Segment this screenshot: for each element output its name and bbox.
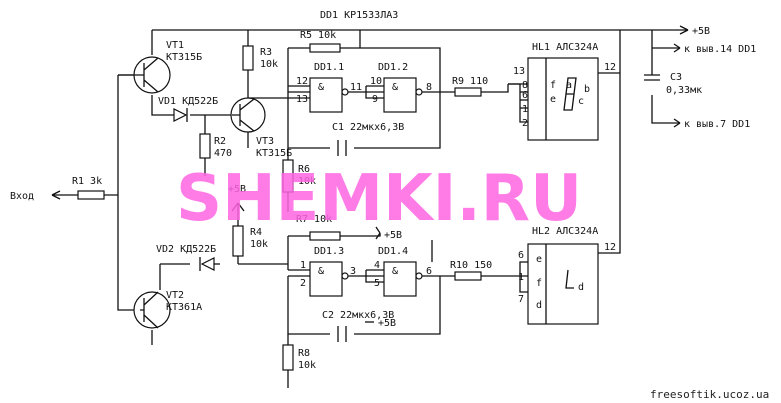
pin-label: 4 (374, 260, 380, 271)
c3-label: C3 (670, 72, 682, 83)
pin-label: 10 (370, 76, 382, 87)
vt1-label: VT1 (166, 40, 184, 51)
hl1-label: HL1 АЛС324А (532, 42, 598, 53)
pin-label: 1 (522, 104, 528, 115)
r4-label: R4 (250, 227, 262, 238)
segment-label: d (578, 282, 584, 293)
c1-label: C1 22мкх6,3В (332, 122, 404, 133)
pin-label: 3 (350, 266, 356, 277)
r1-label: R1 3k (72, 176, 102, 187)
indicator-hl1 (527, 57, 599, 141)
segment-label: d (536, 300, 542, 311)
vt3-label: VT3 (256, 136, 274, 147)
diode-vd1 (173, 108, 188, 122)
r9-label: R9 110 (452, 76, 488, 87)
pin-label: 5 (374, 278, 380, 289)
vt1-type: КТ315Б (166, 52, 202, 63)
pin7-label: к выв.7 DD1 (684, 119, 750, 130)
c2-label: C2 22мкх6,3В (322, 310, 394, 321)
pin-label: 8 (522, 80, 528, 91)
vt2-type: КТ361А (166, 302, 202, 313)
plus5-mid-label: +5В (228, 184, 246, 195)
vd2-label: VD2 КД522Б (156, 244, 216, 255)
dd11-label: DD1.1 (314, 62, 344, 73)
pin-label: 6 (426, 266, 432, 277)
labels: DD1 КР1533ЛА3 +5В к выв.14 DD1 к выв.7 D… (10, 10, 756, 371)
dd1-label: DD1 КР1533ЛА3 (320, 10, 398, 21)
diode-vd2 (199, 257, 215, 271)
logic-gates (309, 77, 423, 297)
arrows (51, 25, 689, 323)
r5-label: R5 10k (300, 30, 336, 41)
footer-url: freesoftik.ucoz.ua (650, 388, 769, 401)
input-label: Вход (10, 191, 34, 202)
transistor-vt3 (230, 97, 266, 133)
capacitors (337, 74, 660, 342)
pin-label: 13 (513, 66, 525, 77)
r6-label: R6 (298, 164, 310, 175)
pin-label: 2 (522, 118, 528, 129)
pin-label: 12 (296, 76, 308, 87)
dd12-label: DD1.2 (378, 62, 408, 73)
vd1-label: VD1 КД522Б (158, 96, 218, 107)
resistors (77, 43, 482, 371)
transistor-vt1 (118, 56, 171, 94)
r3-value: 10k (260, 59, 278, 70)
vt3-type: КТ315Б (256, 148, 292, 159)
segment-label: a (566, 80, 572, 91)
gate-symbol: & (392, 82, 398, 93)
r8-value: 10k (298, 360, 316, 371)
segment-label: e (550, 94, 556, 105)
r4-value: 10k (250, 239, 268, 250)
indicator-hl2 (527, 243, 599, 325)
r6-value: 10k (298, 176, 316, 187)
r2-label: R2 (214, 136, 226, 147)
pin-label: 13 (296, 94, 308, 105)
gate-symbol: & (318, 82, 324, 93)
pin14-label: к выв.14 DD1 (684, 44, 756, 55)
plus5-c2-label: +5В (378, 318, 396, 329)
pin-label: 1 (300, 260, 306, 271)
dd14-label: DD1.4 (378, 246, 408, 257)
r10-label: R10 150 (450, 260, 492, 271)
pin-label: 8 (426, 82, 432, 93)
r7-label: R7 10k (296, 214, 332, 225)
pin-label: 1 (518, 272, 524, 283)
pin-label: 12 (604, 62, 616, 73)
pin-label: 7 (518, 294, 524, 305)
pin-label: 2 (300, 278, 306, 289)
gate-symbol: & (392, 266, 398, 277)
pin-label: 11 (350, 82, 362, 93)
wires (52, 29, 688, 388)
r8-label: R8 (298, 348, 310, 359)
pin-label: 12 (604, 242, 616, 253)
segment-label: f (550, 80, 556, 91)
plus5-top-label: +5В (692, 26, 710, 37)
c3-value: 0,33мк (666, 85, 702, 96)
pin-label: 6 (522, 90, 528, 101)
segment-label: b (584, 84, 590, 95)
hl2-label: HL2 АЛС324А (532, 226, 598, 237)
r3-label: R3 (260, 47, 272, 58)
pin-label: 6 (518, 250, 524, 261)
watermark-text: SHEMKI.RU (176, 162, 582, 236)
vt2-label: VT2 (166, 290, 184, 301)
segment-label: e (536, 254, 542, 265)
transistor-vt2 (133, 291, 171, 329)
dd13-label: DD1.3 (314, 246, 344, 257)
segment-label: c (578, 96, 584, 107)
plus5-r7-label: +5В (384, 230, 402, 241)
r2-value: 470 (214, 148, 232, 159)
segment-label: f (536, 278, 542, 289)
pin-label: 9 (372, 94, 378, 105)
gate-symbol: & (318, 266, 324, 277)
